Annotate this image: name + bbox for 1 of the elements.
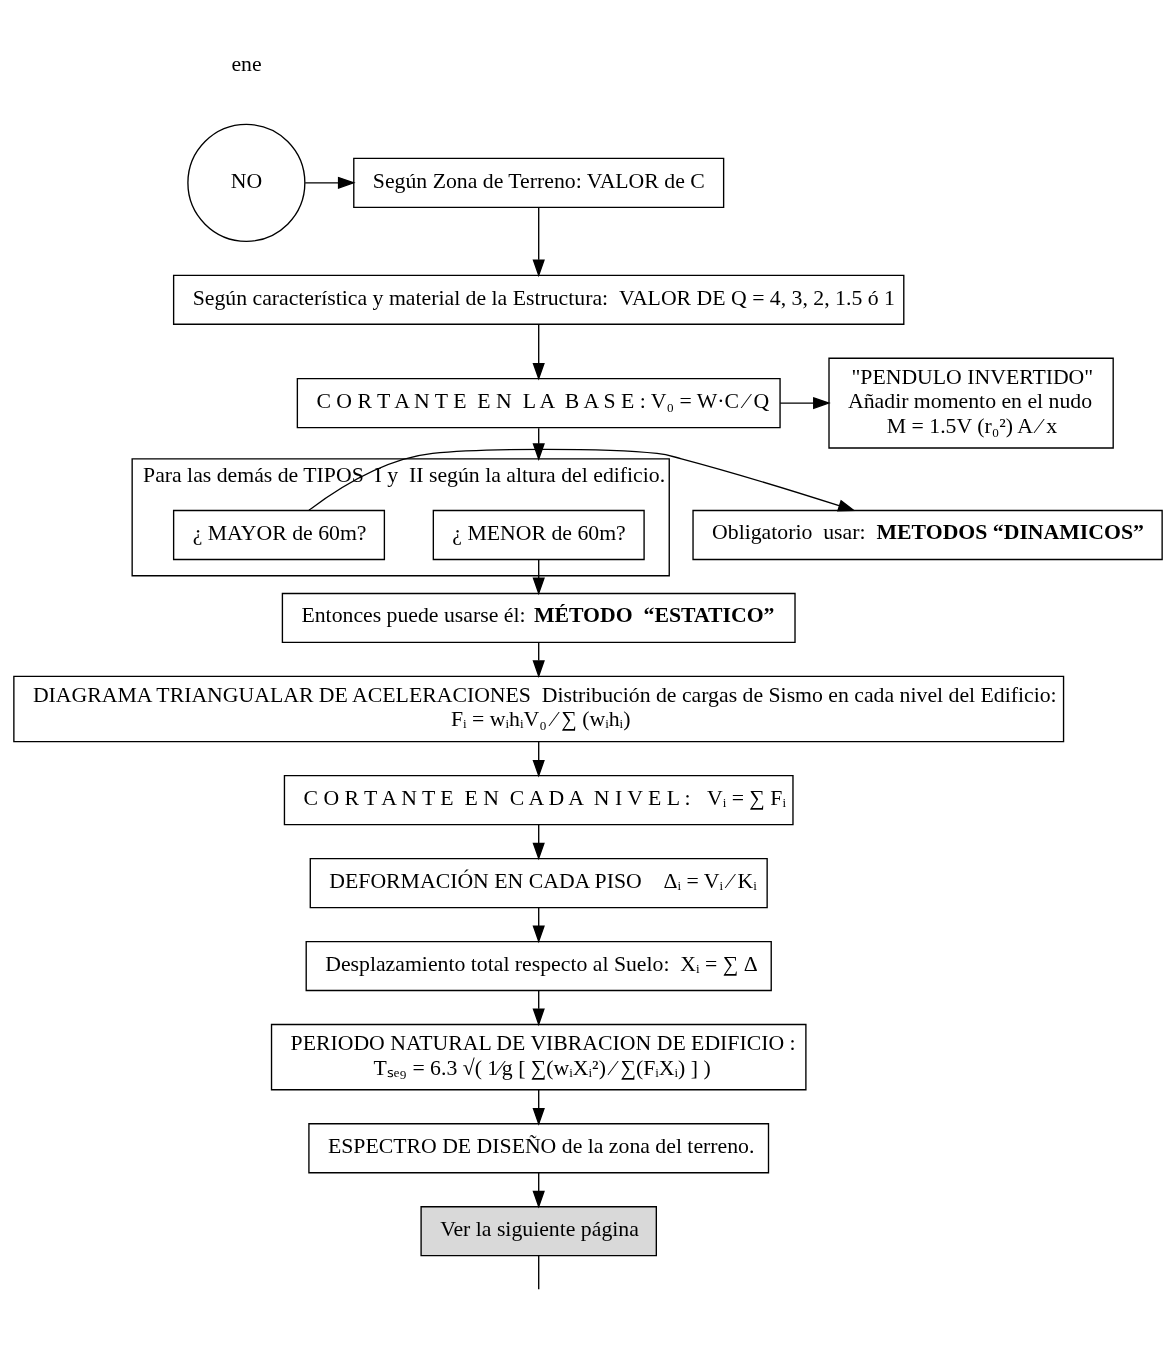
label: ene xyxy=(231,51,262,76)
